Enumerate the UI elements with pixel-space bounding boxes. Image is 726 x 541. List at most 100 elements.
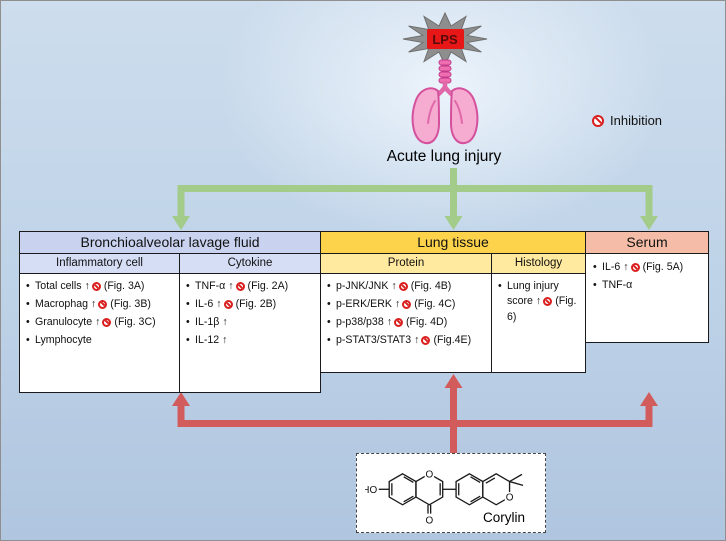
item-label: TNF-α	[195, 280, 226, 292]
item-label: TNF-α	[602, 278, 633, 291]
green-arrow-down-right	[640, 187, 658, 230]
list-item: Lymphocyte	[24, 333, 177, 349]
up-arrow-symbol: ↑	[414, 333, 420, 346]
red-arrow-up-right	[640, 392, 658, 424]
item-label: Macrophag	[35, 297, 88, 310]
list-item: TNF-α↑(Fig. 2A)	[184, 279, 318, 295]
up-arrow-symbol: ↑	[222, 315, 228, 328]
up-arrow-symbol: ↑	[394, 297, 401, 310]
green-connector	[172, 168, 658, 230]
item-label: IL-12	[195, 333, 220, 346]
fig-ref: (Fig. 3A)	[103, 280, 145, 292]
lung-tissue-title: Lung tissue	[321, 232, 585, 254]
lung-tissue-box: Lung tissue Protein Histology p-JNK/JNK↑…	[321, 231, 586, 373]
inhibition-icon	[402, 299, 412, 309]
up-arrow-symbol: ↑	[222, 333, 228, 346]
green-arrow-down-middle	[444, 187, 463, 230]
list-item: IL-6↑ (Fig. 5A)	[591, 260, 706, 276]
corylin-label: Corylin	[483, 510, 526, 525]
item-label: Lung injury score	[507, 280, 559, 308]
o-atom-label: O	[425, 516, 433, 527]
red-arrow-up-left	[172, 392, 190, 424]
acute-lung-injury-title: Acute lung injury	[386, 148, 502, 165]
histology-list: Lung injury score↑(Fig. 6)	[492, 274, 585, 372]
ho-label: HO	[365, 485, 377, 496]
list-item: Lung injury score↑(Fig. 6)	[496, 279, 583, 325]
serum-box: Serum IL-6↑ (Fig. 5A) TNF-α	[586, 231, 709, 343]
fig-ref: (Fig. 2B)	[235, 297, 277, 310]
item-label: p-ERK/ERK	[336, 297, 392, 310]
item-label: p-p38/p38	[336, 315, 384, 328]
list-item: Macrophag↑ (Fig. 3B)	[24, 297, 177, 313]
cytokine-header: Cytokine	[180, 254, 320, 273]
inhibition-icon	[421, 335, 431, 345]
fig-ref: (Fig.4E)	[433, 333, 472, 346]
item-label: IL-1β	[195, 315, 220, 328]
o-atom-label: O	[425, 470, 433, 481]
fig-ref: (Fig. 4B)	[410, 280, 452, 292]
green-arrow-down-left	[172, 187, 190, 230]
fig-ref: (Fig. 4C)	[414, 297, 456, 310]
serum-title: Serum	[586, 232, 708, 254]
fig-ref: (Fig. 6)	[507, 295, 577, 323]
lps-burst: LPS	[402, 10, 488, 68]
list-item: p-ERK/ERK↑ (Fig. 4C)	[325, 297, 489, 313]
inhibition-icon	[398, 282, 408, 291]
item-label: Lymphocyte	[35, 333, 92, 346]
up-arrow-symbol: ↑	[84, 280, 90, 292]
protein-header: Protein	[321, 254, 492, 273]
inhibition-icon	[394, 317, 404, 327]
item-label: Total cells	[35, 280, 82, 292]
inhibition-icon	[223, 299, 233, 309]
inflammatory-cell-header: Inflammatory cell	[20, 254, 180, 273]
fig-ref: (Fig. 3B)	[110, 297, 151, 310]
fig-ref: (Fig. 4D)	[406, 315, 448, 328]
inhibition-icon	[91, 282, 101, 291]
up-arrow-symbol: ↑	[91, 297, 97, 310]
protein-list: p-JNK/JNK↑(Fig. 4B) p-ERK/ERK↑(Fig. 4C) …	[321, 274, 492, 372]
up-arrow-symbol: ↑	[228, 280, 234, 292]
lungs-icon	[405, 59, 485, 151]
list-item: IL-12↑	[184, 333, 318, 349]
list-item: IL-1β↑	[184, 315, 318, 331]
fig-ref: (Fig. 5A)	[642, 261, 684, 273]
fig-ref: (Fig. 3C)	[114, 315, 156, 328]
list-item: p-STAT3/STAT3↑ (Fig.4E)	[325, 333, 489, 349]
up-arrow-symbol: ↑	[535, 295, 542, 308]
item-label: p-STAT3/STAT3	[336, 333, 412, 346]
up-arrow-symbol: ↑	[386, 315, 393, 328]
o-atom-label: O	[506, 492, 514, 503]
inhibition-icon	[592, 114, 604, 127]
inhibition-icon	[543, 297, 553, 307]
item-label: IL-6	[602, 261, 621, 273]
list-item: Total cells↑ (Fig. 3A)	[24, 279, 177, 295]
balf-box: Bronchioalveolar lavage fluid Inflammato…	[19, 231, 321, 393]
inhibition-icon	[102, 317, 112, 327]
list-item: p-JNK/JNK↑ (Fig. 4B)	[325, 279, 489, 295]
item-label: p-JNK/JNK	[336, 280, 389, 292]
list-item: IL-6↑ (Fig. 2B)	[184, 297, 318, 313]
balf-title: Bronchioalveolar lavage fluid	[20, 232, 320, 254]
corylin-box: O O O HO Corylin	[356, 453, 546, 533]
up-arrow-symbol: ↑	[623, 261, 629, 273]
list-item: p-p38/p38↑ (Fig. 4D)	[325, 315, 489, 331]
up-arrow-symbol: ↑	[391, 280, 397, 292]
inhibition-legend: Inhibition	[592, 113, 662, 128]
list-item: Granulocyte↑ (Fig. 3C)	[24, 315, 177, 331]
cytokine-list: TNF-α↑(Fig. 2A) IL-6↑(Fig. 2B) IL-1β↑ IL…	[180, 274, 320, 392]
inhibition-icon	[235, 282, 245, 291]
red-arrow-up-middle	[444, 374, 463, 424]
up-arrow-symbol: ↑	[95, 315, 101, 328]
lps-label: LPS	[426, 29, 464, 49]
inhibition-label: Inhibition	[610, 113, 663, 128]
serum-list: IL-6↑ (Fig. 5A) TNF-α	[586, 254, 708, 296]
item-label: IL-6	[195, 297, 214, 310]
histology-header: Histology	[492, 254, 585, 273]
inflammatory-cell-list: Total cells↑(Fig. 3A) Macrophag↑(Fig. 3B…	[20, 274, 180, 392]
list-item: TNF-α	[591, 278, 706, 294]
up-arrow-symbol: ↑	[216, 297, 222, 310]
inhibition-icon	[630, 263, 640, 272]
inhibition-icon	[98, 299, 108, 309]
item-label: Granulocyte	[35, 315, 93, 328]
